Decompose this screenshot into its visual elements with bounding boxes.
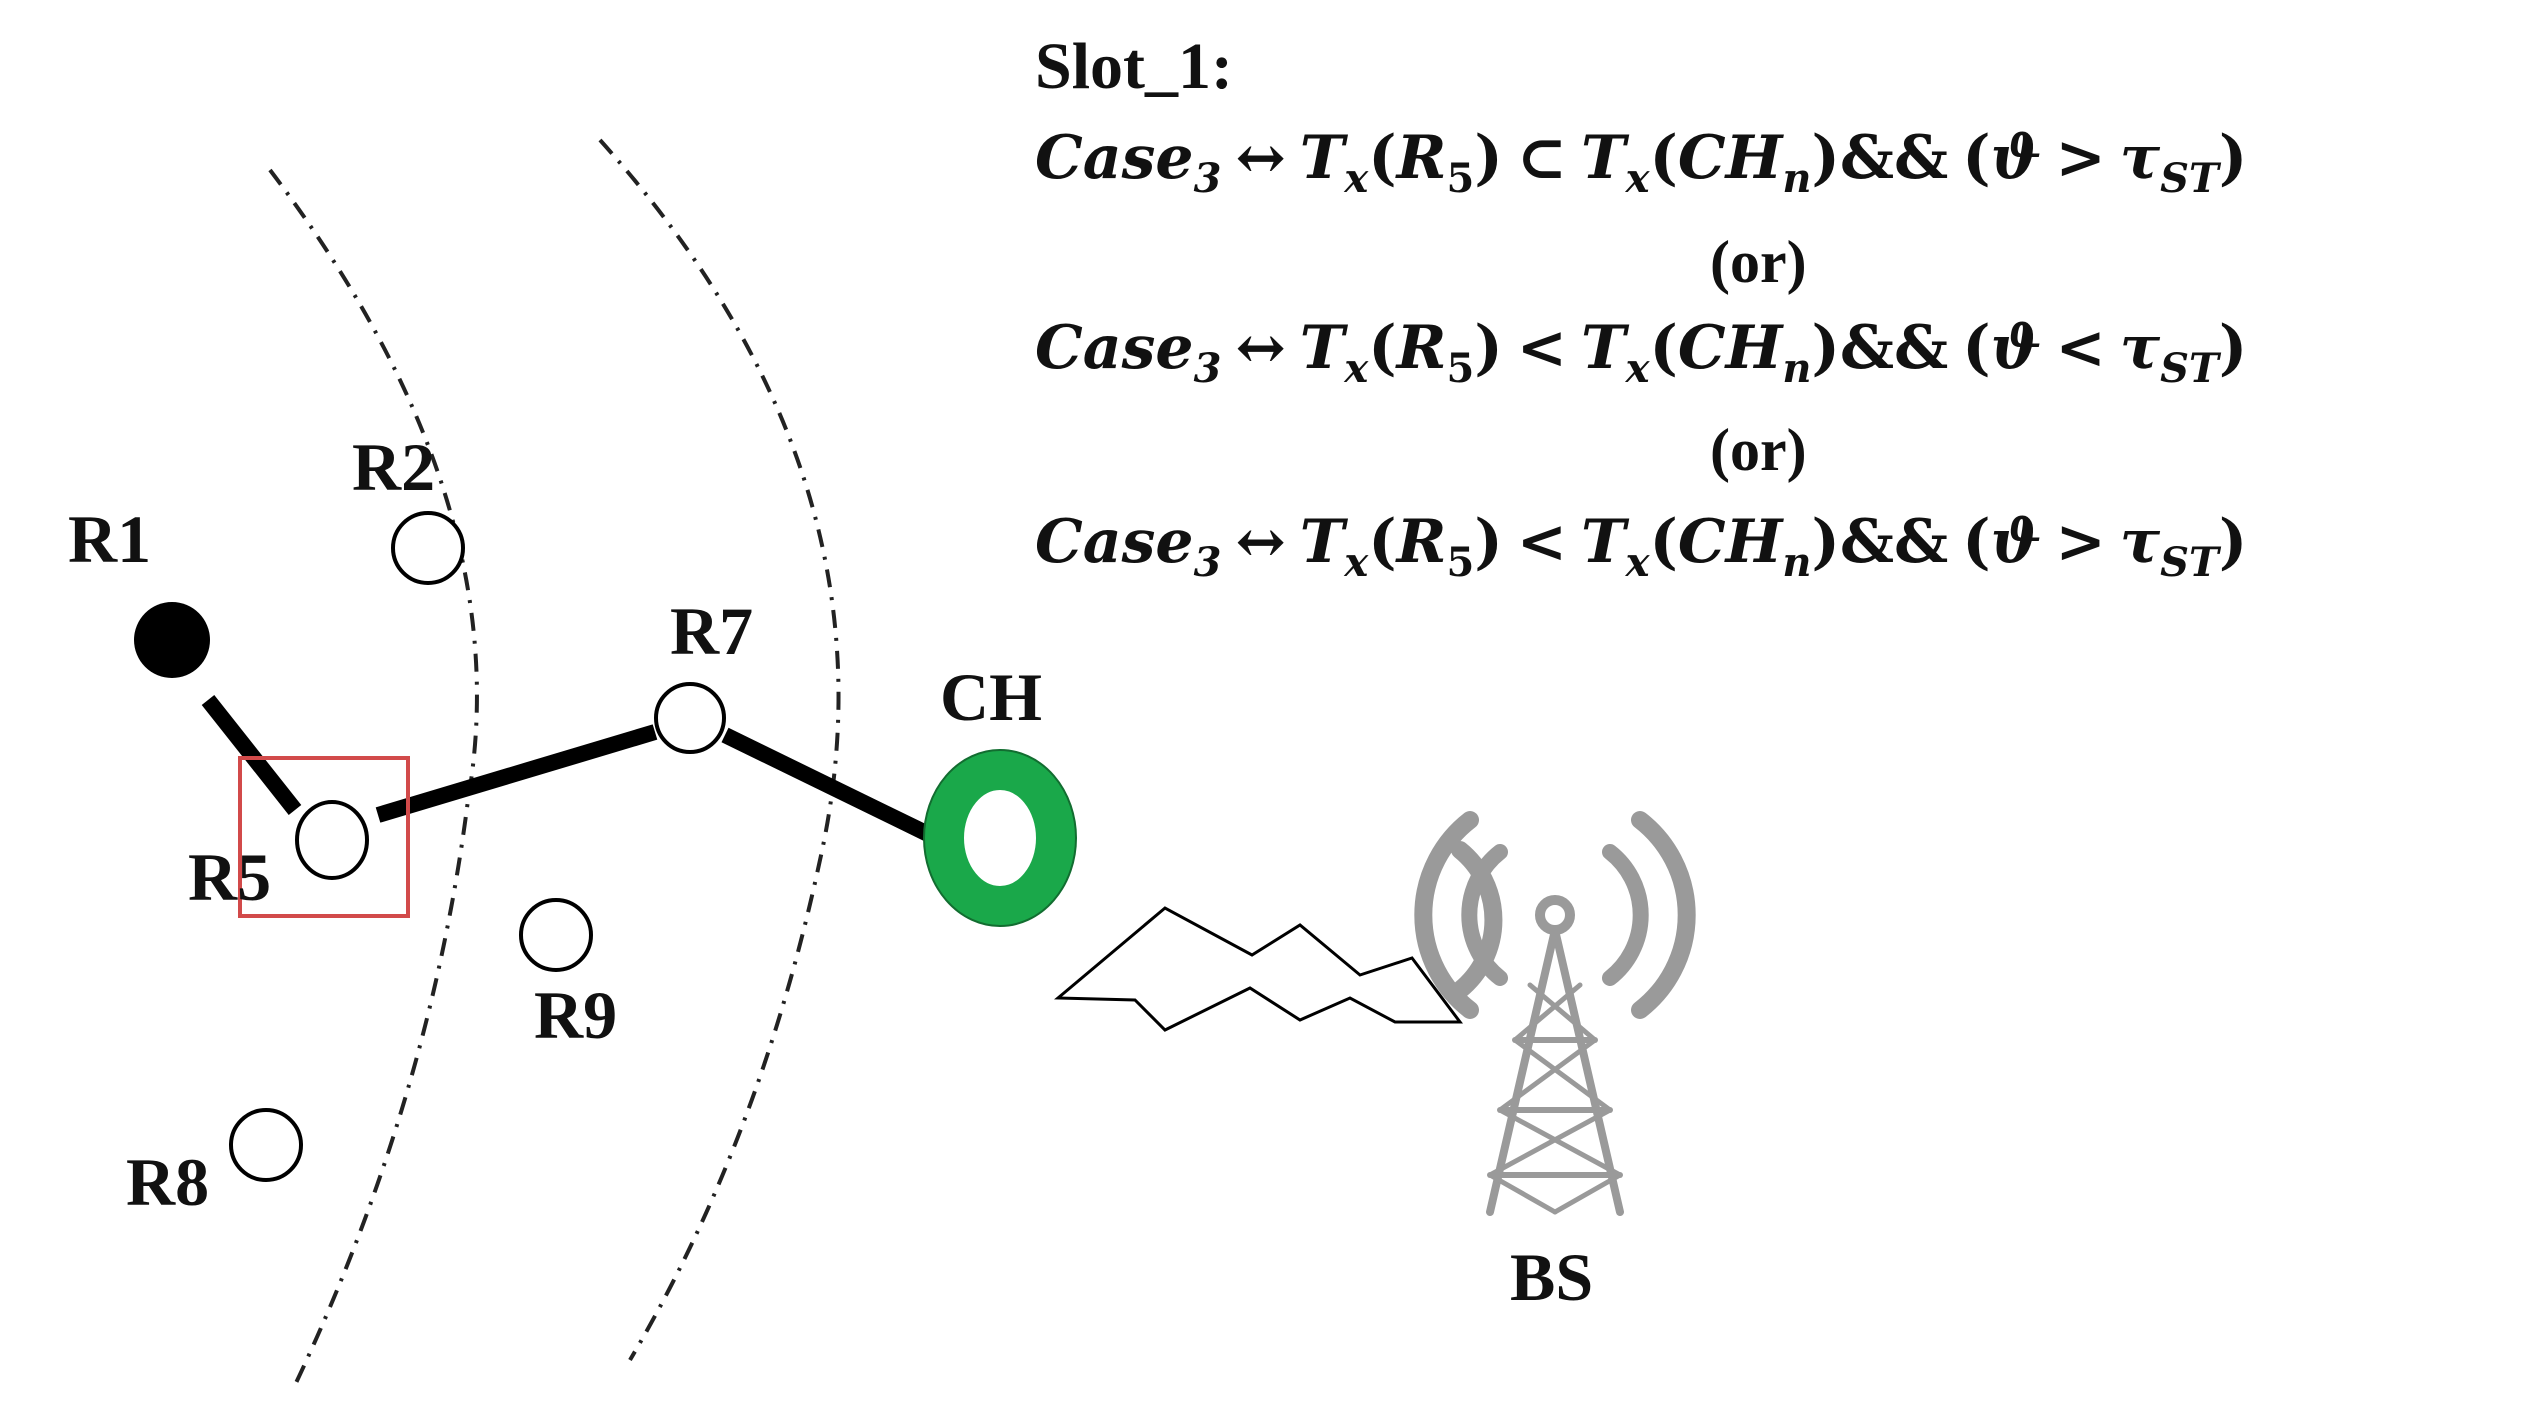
or-separator-2: (or) bbox=[1710, 417, 1807, 483]
condition-line-3: Case3↔Tx(R5)<Tx(CHn)&&(ϑ>τST) bbox=[1035, 507, 2247, 586]
label-base-station: BS bbox=[1510, 1239, 1593, 1315]
label-r2: R2 bbox=[352, 429, 435, 505]
label-r5: R5 bbox=[188, 839, 271, 915]
node-r1 bbox=[134, 602, 210, 678]
label-r8: R8 bbox=[126, 1144, 209, 1220]
or-separator-1: (or) bbox=[1710, 229, 1807, 295]
node-r7 bbox=[654, 682, 726, 754]
label-r9: R9 bbox=[534, 977, 617, 1053]
label-r7: R7 bbox=[670, 593, 753, 669]
node-r5 bbox=[295, 800, 369, 880]
lightning-bolt-icon bbox=[1054, 906, 1463, 1032]
link-r1-r5 bbox=[201, 695, 302, 815]
range-boundary-inner bbox=[268, 168, 479, 1386]
node-r9 bbox=[519, 898, 593, 972]
node-cluster-head-ring bbox=[923, 749, 1077, 927]
link-r7-ch bbox=[721, 727, 934, 843]
label-cluster-head: CH bbox=[940, 659, 1042, 735]
condition-line-1: Case3↔Tx(R5)⊂Tx(CHn)&&(ϑ>τST) bbox=[1035, 123, 2247, 202]
condition-line-2: Case3↔Tx(R5)<Tx(CHn)&&(ϑ<τST) bbox=[1035, 313, 2247, 392]
range-boundary-outer bbox=[598, 138, 841, 1362]
r5-highlight-box bbox=[238, 756, 410, 918]
slot-title: Slot_1: bbox=[1035, 30, 1233, 103]
radio-tower-icon bbox=[1414, 811, 1696, 1216]
node-r2 bbox=[391, 511, 465, 585]
node-cluster-head bbox=[924, 750, 1076, 926]
link-r5-r7 bbox=[375, 724, 658, 823]
label-r1: R1 bbox=[68, 501, 151, 577]
node-r8 bbox=[229, 1108, 303, 1182]
